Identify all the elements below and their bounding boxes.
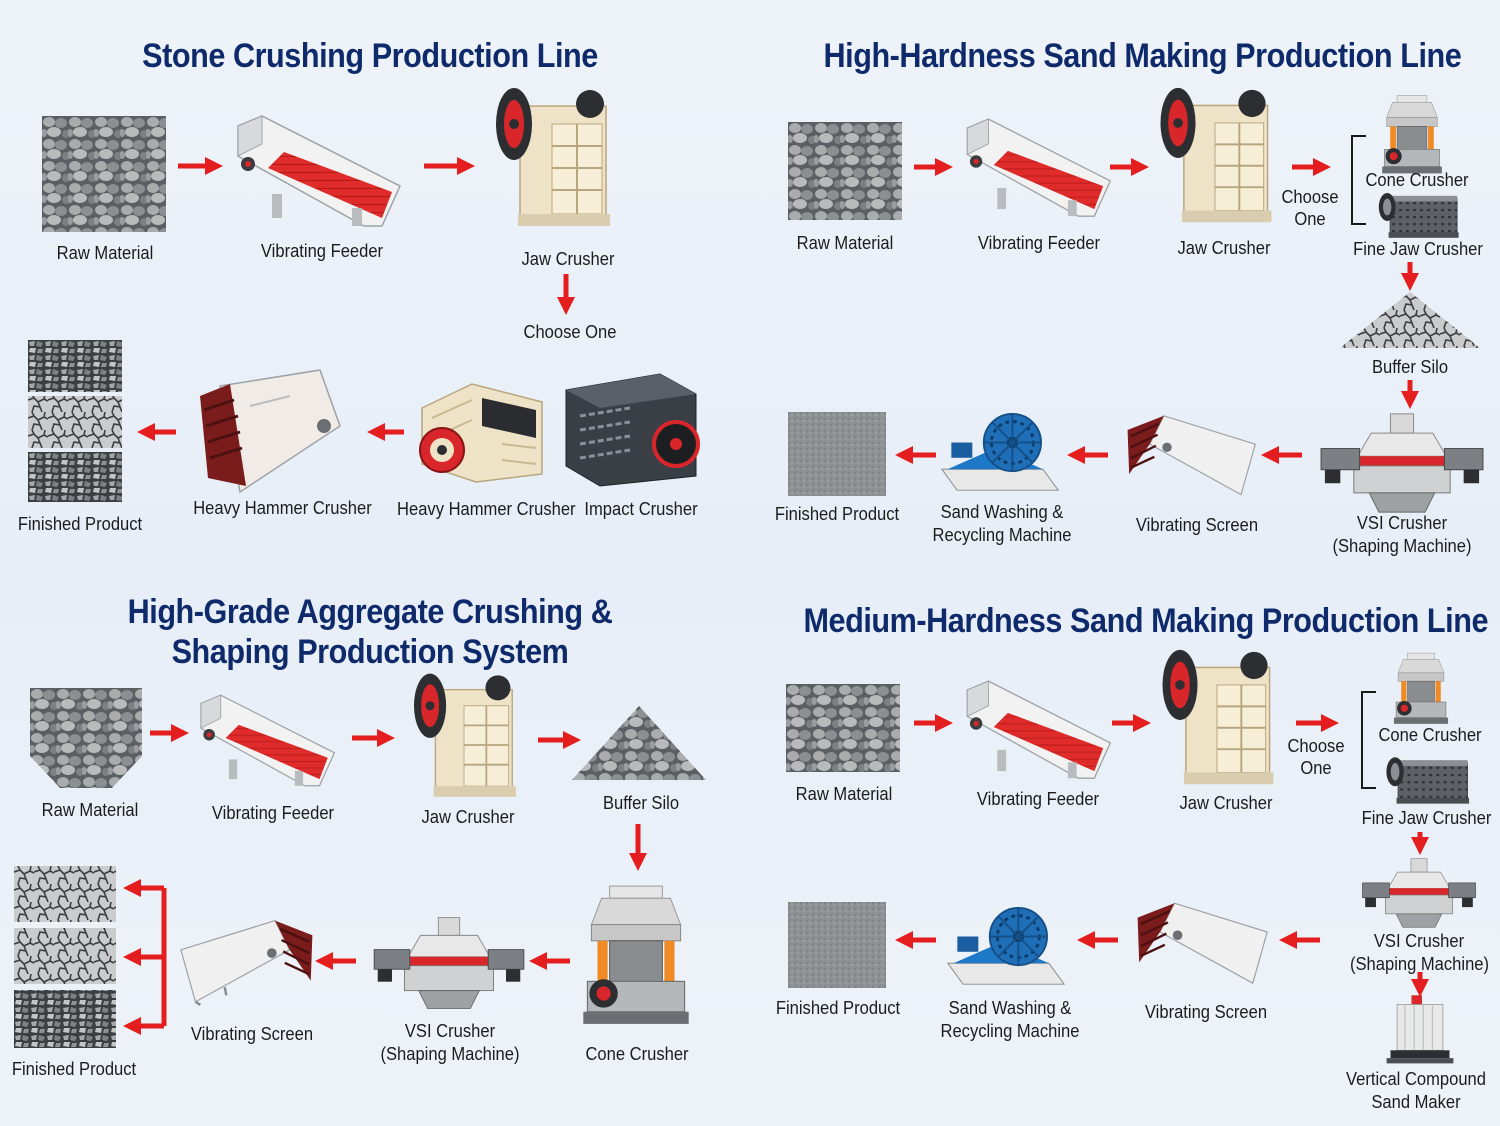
raw-material-image: [42, 116, 166, 232]
impact-crusher-image: [560, 368, 700, 488]
arrow-screen-to-product-bracket-ag: [136, 885, 167, 1029]
vsi-crusher-image-hh: [1314, 410, 1490, 516]
aggregate-system-title-line2: Shaping Production System: [171, 633, 569, 671]
buffer-silo-image-ag: [572, 706, 706, 780]
one-label-hh: One: [1294, 209, 1326, 229]
raw-material-image-ag: [30, 688, 142, 788]
raw-material-label-hh: Raw Material: [796, 233, 894, 253]
vsi-crusher-label-hh: VSI Crusher (Shaping Machine): [1332, 513, 1472, 556]
vibrating-feeder-label-ag: Vibrating Feeder: [211, 803, 335, 823]
raw-material-image-hh: [788, 122, 902, 220]
vsi-crusher-image-ag: [368, 914, 530, 1012]
finished-product-label-hh: Finished Product: [774, 504, 900, 524]
vibrating-screen-label-ag: Vibrating Screen: [190, 1024, 314, 1044]
cone-crusher-image-mh: [1384, 650, 1458, 728]
jaw-crusher-image-ag: [406, 670, 522, 804]
buffer-silo-image-hh: [1340, 292, 1480, 348]
vibrating-feeder-label-hh: Vibrating Feeder: [977, 233, 1101, 253]
buffer-silo-label-ag: Buffer Silo: [602, 793, 680, 813]
vibrating-screen-image-ag: [176, 914, 314, 1010]
heavy-hammer-crusher-image: [412, 378, 552, 488]
high-hardness-line-title: High-Hardness Sand Making Production Lin…: [823, 37, 1462, 75]
finished-product-image-ag: [14, 866, 116, 1048]
choose-label-hh: Choose: [1281, 187, 1339, 207]
jaw-crusher-image: [492, 84, 612, 234]
finished-product-image-hh: [788, 412, 886, 496]
vibrating-screen-label-hh: Vibrating Screen: [1135, 515, 1259, 535]
raw-material-label-mh: Raw Material: [795, 784, 893, 804]
sand-washing-label-mh: Sand Washing & Recycling Machine: [940, 998, 1080, 1041]
cone-crusher-image-ag: [574, 880, 698, 1032]
impact-crusher-label: Impact Crusher: [584, 499, 698, 519]
vibrating-feeder-label-mh: Vibrating Feeder: [976, 789, 1100, 809]
vibrating-screen-image-mh: [1136, 896, 1272, 992]
fine-jaw-crusher-image-hh: [1372, 186, 1464, 242]
vibrating-feeder-label: Vibrating Feeder: [260, 241, 384, 261]
jaw-crusher-label-mh: Jaw Crusher: [1179, 793, 1273, 813]
cone-crusher-label-ag: Cone Crusher: [585, 1044, 689, 1064]
fine-jaw-crusher-label-mh: Fine Jaw Crusher: [1361, 808, 1492, 828]
vsi-crusher-label-mh: VSI Crusher (Shaping Machine): [1350, 931, 1490, 974]
vibrating-screen-image-hh: [1126, 408, 1260, 504]
heavy-hammer-crusher-label-b: Heavy Hammer Crusher: [397, 499, 576, 519]
raw-material-label-ag: Raw Material: [41, 800, 139, 820]
jaw-crusher-label-ag: Jaw Crusher: [421, 807, 515, 827]
vsi-crusher-image-mh: [1344, 856, 1494, 930]
finished-product-image: [28, 340, 122, 502]
medium-hardness-line-title: Medium-Hardness Sand Making Production L…: [803, 602, 1489, 640]
choose-one-label: Choose One: [523, 322, 617, 342]
vertical-compound-sand-maker-image-mh: [1372, 994, 1468, 1066]
finished-product-label-mh: Finished Product: [775, 998, 901, 1018]
jaw-crusher-image-mh: [1158, 646, 1276, 792]
raw-material-image-mh: [786, 684, 900, 772]
one-label-mh: One: [1300, 758, 1332, 778]
stone-line-title: Stone Crushing Production Line: [142, 37, 598, 75]
vertical-compound-sand-maker-label-mh: Vertical Compound Sand Maker: [1346, 1069, 1486, 1112]
sand-washing-machine-image-hh: [938, 410, 1062, 496]
choose-bracket-mh: [1361, 691, 1376, 789]
aggregate-system-title-line1: High-Grade Aggregate Crushing &: [127, 593, 613, 631]
jaw-crusher-image-hh: [1156, 84, 1274, 230]
jaw-crusher-label-hh: Jaw Crusher: [1177, 238, 1271, 258]
finished-product-label: Finished Product: [17, 514, 143, 534]
vibrating-screen-label-mh: Vibrating Screen: [1144, 1002, 1268, 1022]
vibrating-feeder-image-mh: [962, 674, 1112, 780]
vsi-crusher-label-ag: VSI Crusher (Shaping Machine): [380, 1021, 520, 1064]
jaw-crusher-label: Jaw Crusher: [521, 249, 615, 269]
heavy-hammer-crusher-label-a: Heavy Hammer Crusher: [193, 498, 372, 518]
vibrating-feeder-image-ag: [196, 688, 336, 788]
buffer-silo-label-hh: Buffer Silo: [1371, 357, 1449, 377]
raw-material-label: Raw Material: [56, 243, 154, 263]
fine-jaw-crusher-label-hh: Fine Jaw Crusher: [1353, 239, 1483, 259]
cone-crusher-label-hh: Cone Crusher: [1365, 170, 1469, 190]
vibrating-feeder-image: [232, 108, 402, 228]
finished-product-image-mh: [788, 902, 886, 988]
heavy-hammer-screen-image: [190, 366, 360, 496]
finished-product-label-ag: Finished Product: [11, 1059, 137, 1079]
sand-washing-machine-image-mh: [944, 904, 1068, 990]
sand-washing-label-hh: Sand Washing & Recycling Machine: [932, 502, 1072, 545]
choose-label-mh: Choose: [1287, 736, 1345, 756]
cone-crusher-label-mh: Cone Crusher: [1378, 725, 1482, 745]
vibrating-feeder-image-hh: [962, 112, 1112, 218]
fine-jaw-crusher-image-mh: [1382, 750, 1472, 808]
cone-crusher-image-hh: [1374, 92, 1450, 178]
